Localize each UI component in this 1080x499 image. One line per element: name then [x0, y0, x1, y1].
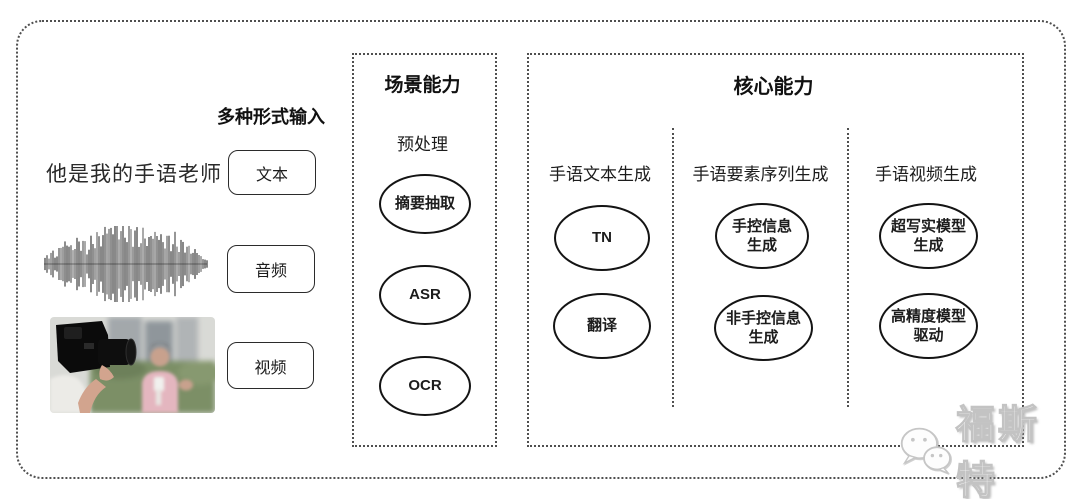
node-non-manual-info-generation[interactable]: 非手控信息 生成 [714, 295, 813, 361]
input-box-audio-label: 音频 [254, 263, 287, 280]
node-summary-extraction-label: 摘要抽取 [394, 195, 455, 213]
core-column-separator-1 [672, 128, 674, 407]
scene-capability-box [352, 53, 497, 447]
column-label-sign-video-generation: 手语视频生成 [875, 165, 977, 184]
column-label-sign-element-sequence-generation: 手语要素序列生成 [692, 165, 829, 184]
node-asr-label: ASR [409, 286, 441, 304]
node-tn[interactable]: TN [554, 205, 650, 271]
input-box-video[interactable]: 视频 [227, 342, 314, 389]
node-manual-info-generation-label: 手控信息 生成 [731, 217, 792, 255]
core-column-separator-2 [847, 128, 849, 407]
node-high-precision-model-driving[interactable]: 高精度模型 驱动 [879, 293, 978, 359]
node-translation[interactable]: 翻译 [553, 293, 651, 359]
input-section-title: 多种形式输入 [217, 107, 325, 127]
preprocess-label: 预处理 [397, 135, 448, 154]
node-manual-info-generation[interactable]: 手控信息 生成 [715, 203, 809, 269]
audio-waveform-graphic [44, 218, 208, 310]
node-translation-label: 翻译 [586, 317, 617, 335]
wechat-logo-icon [900, 427, 951, 474]
watermark-text: 福斯特 [955, 403, 1040, 499]
node-summary-extraction[interactable]: 摘要抽取 [379, 174, 471, 234]
node-ocr[interactable]: OCR [379, 356, 471, 416]
column-label-sign-text-generation: 手语文本生成 [549, 165, 651, 184]
node-high-precision-model-driving-label: 高精度模型 驱动 [890, 307, 966, 345]
core-capability-title: 核心能力 [733, 76, 814, 98]
node-hyperrealistic-model-generation-label: 超写实模型 生成 [890, 217, 966, 255]
input-box-video-label: 视频 [254, 359, 287, 377]
watermark: 福斯特 [898, 403, 1073, 499]
example-sentence-text: 他是我的手语老师 [46, 163, 222, 186]
scene-capability-title: 场景能力 [384, 75, 461, 96]
node-asr[interactable]: ASR [379, 265, 471, 325]
input-box-text[interactable]: 文本 [228, 150, 316, 195]
diagram-outer-border [16, 20, 1066, 479]
video-thumbnail-photo [50, 317, 215, 413]
node-hyperrealistic-model-generation[interactable]: 超写实模型 生成 [879, 203, 978, 269]
input-box-text-label: 文本 [255, 166, 288, 184]
core-capability-box [527, 53, 1024, 447]
input-box-audio[interactable]: 音频 [227, 245, 315, 293]
node-non-manual-info-generation-label: 非手控信息 生成 [725, 309, 801, 347]
node-tn-label: TN [592, 229, 612, 247]
node-ocr-label: OCR [408, 377, 442, 395]
